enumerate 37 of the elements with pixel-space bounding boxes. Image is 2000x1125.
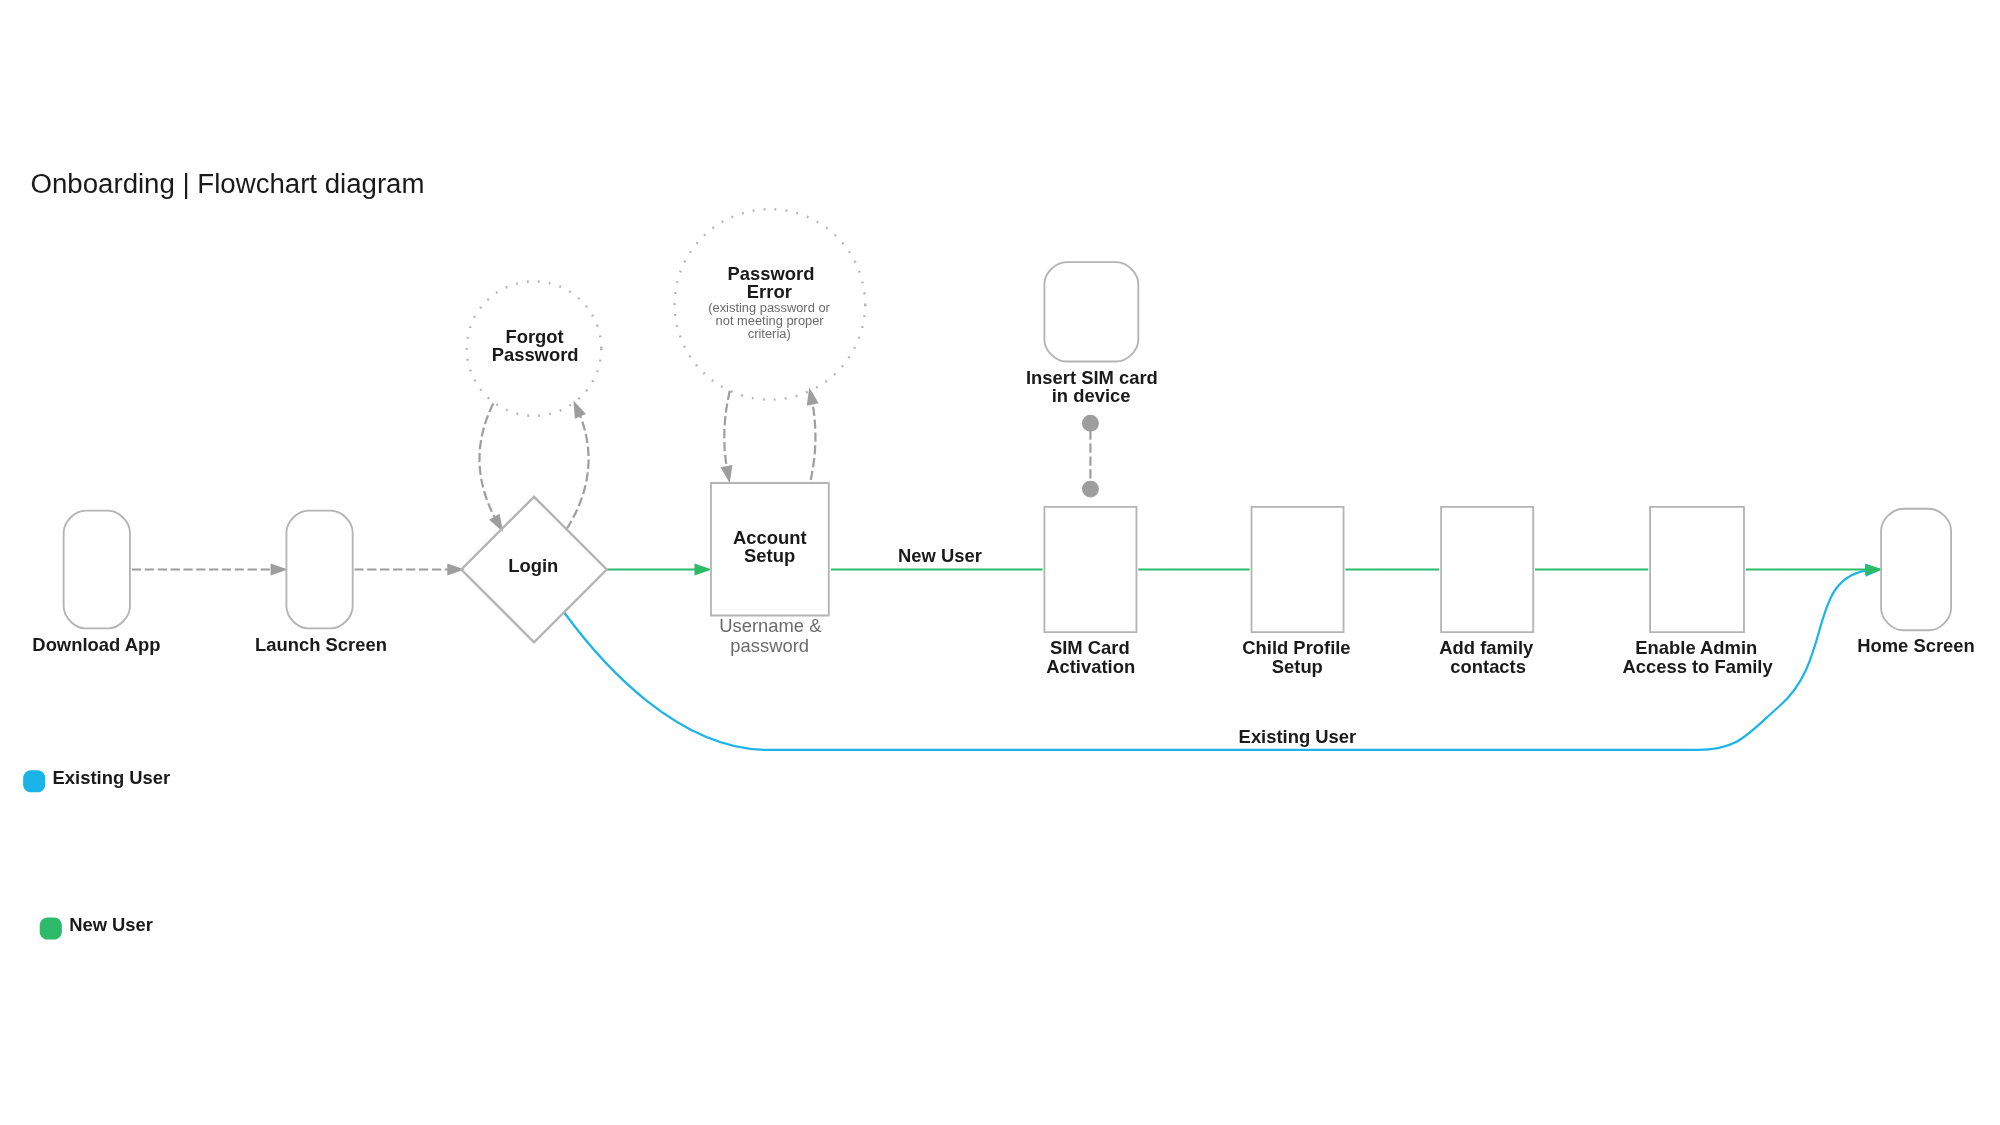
arrow xyxy=(720,390,733,484)
node-label: Insert SIM card in device xyxy=(1025,366,1158,406)
connector xyxy=(1138,568,1250,571)
node-box xyxy=(285,509,354,630)
legend-label: Existing User xyxy=(52,766,171,788)
node-label: Username & password xyxy=(719,615,822,657)
connector xyxy=(1081,414,1099,498)
node-diamond: Login xyxy=(459,495,609,644)
node-box xyxy=(1043,261,1140,363)
node-circle: Password Error (existing password or not meeting proper criteria) xyxy=(673,207,867,401)
connector xyxy=(1535,568,1649,571)
node-label: Enable Admin Access to Family xyxy=(1622,637,1773,677)
node-box: Account Setup xyxy=(710,482,830,617)
node-label: Launch Screen xyxy=(255,633,387,655)
node-label: Home Screen xyxy=(1857,635,1975,657)
node-box xyxy=(1649,506,1745,634)
node-label: Add family contacts xyxy=(1439,637,1534,677)
legend-label: New User xyxy=(69,914,154,936)
arrow xyxy=(565,400,590,530)
arrow xyxy=(131,563,288,576)
node-box xyxy=(1880,507,1952,632)
edge-label: Existing User xyxy=(1238,725,1357,747)
node-label: Download App xyxy=(32,633,161,655)
edge-label: New User xyxy=(898,545,982,567)
arrow xyxy=(806,387,819,481)
arrow xyxy=(606,563,712,576)
node-label: Child Profile Setup xyxy=(1242,637,1351,677)
arrow xyxy=(354,563,465,576)
node-box xyxy=(1440,506,1535,634)
node-box xyxy=(1043,506,1138,634)
diagram-title: Onboarding | Flowchart diagram xyxy=(30,167,425,199)
node-box xyxy=(1250,506,1345,634)
connector xyxy=(830,568,1043,571)
node-label: SIM Card Activation xyxy=(1046,637,1136,677)
connector xyxy=(1345,568,1440,571)
arrow xyxy=(478,403,503,532)
node-box xyxy=(62,509,131,630)
